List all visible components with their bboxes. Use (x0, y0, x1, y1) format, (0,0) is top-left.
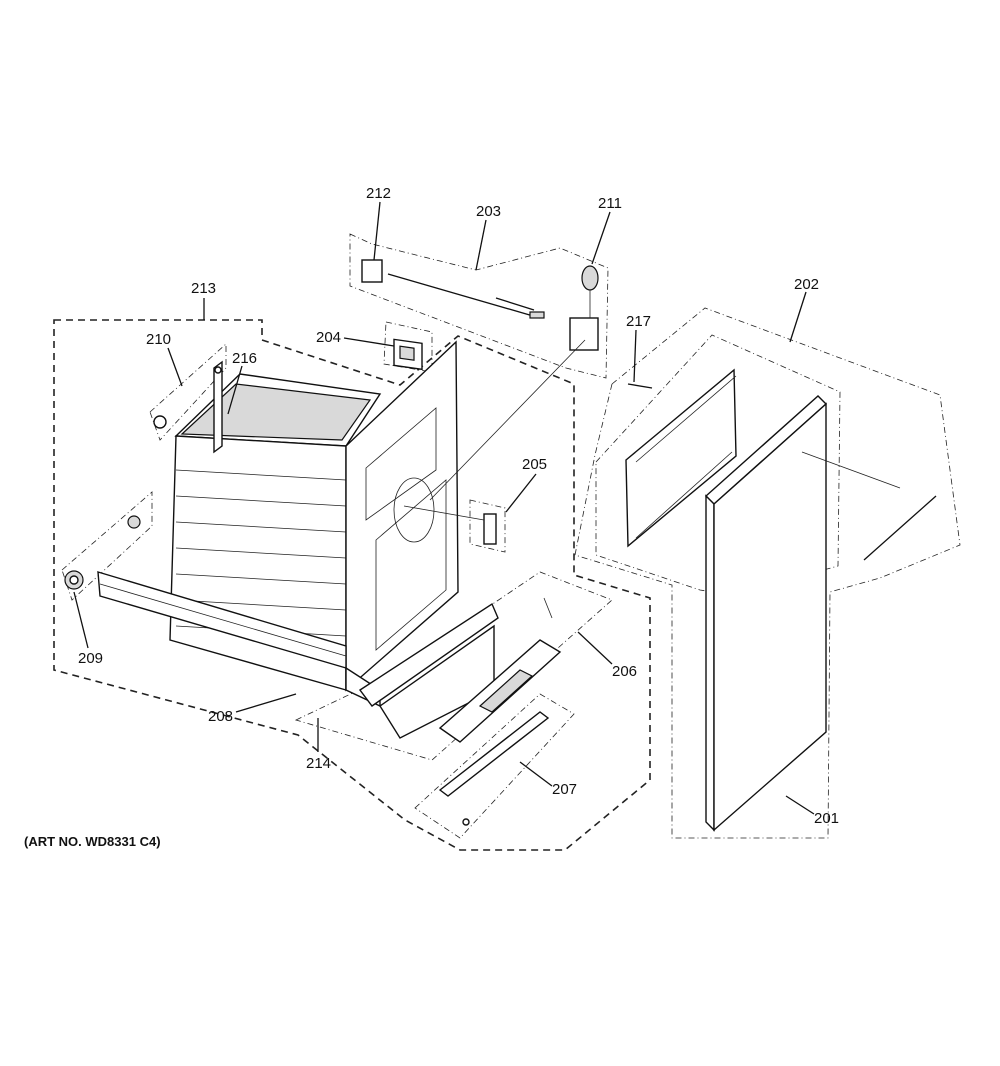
side-rail-210 (153, 360, 223, 454)
art-number: (ART NO. WD8331 C4) (24, 834, 161, 849)
callout-211: 211 (598, 195, 622, 212)
callout-210: 210 (146, 331, 171, 348)
door-handle (801, 451, 937, 561)
tub-assembly-boundary-213 (53, 319, 651, 851)
bottom-panel-207 (438, 711, 550, 826)
inner-door-boundary (595, 334, 841, 596)
rail-boundary-210 (149, 343, 227, 441)
callout-217: 217 (626, 313, 651, 330)
base-rail (97, 571, 499, 739)
leader-lines (73, 201, 815, 815)
screw-217 (627, 383, 653, 389)
bumper-209 (64, 515, 141, 590)
bumper-boundary-209 (61, 491, 153, 601)
callout-216: 216 (232, 350, 257, 367)
bracket-205 (403, 505, 497, 545)
callout-206: 206 (612, 663, 637, 680)
latch-cable-assembly (361, 259, 599, 501)
callout-209: 209 (78, 650, 103, 667)
inner-door-panel (625, 368, 737, 548)
toe-kick-boundary-206 (294, 571, 613, 761)
callout-213: 213 (191, 280, 216, 297)
toe-kick-206 (438, 597, 562, 743)
callout-212: 212 (366, 185, 391, 202)
door-panel-201 (704, 395, 828, 832)
callout-203: 203 (476, 203, 501, 220)
callout-204: 204 (316, 329, 341, 346)
callout-207: 207 (552, 781, 577, 798)
bottom-panel-boundary-207 (414, 693, 575, 839)
latch-group-boundary-203 (349, 233, 609, 379)
callout-214: 214 (306, 755, 331, 772)
door-group-boundary-202 (574, 307, 961, 839)
callout-208: 208 (208, 708, 233, 725)
bracket-boundary-205 (469, 499, 506, 553)
hinge-204 (393, 338, 423, 371)
callout-202: 202 (794, 276, 819, 293)
callout-201: 201 (814, 810, 839, 827)
callout-205: 205 (522, 456, 547, 473)
